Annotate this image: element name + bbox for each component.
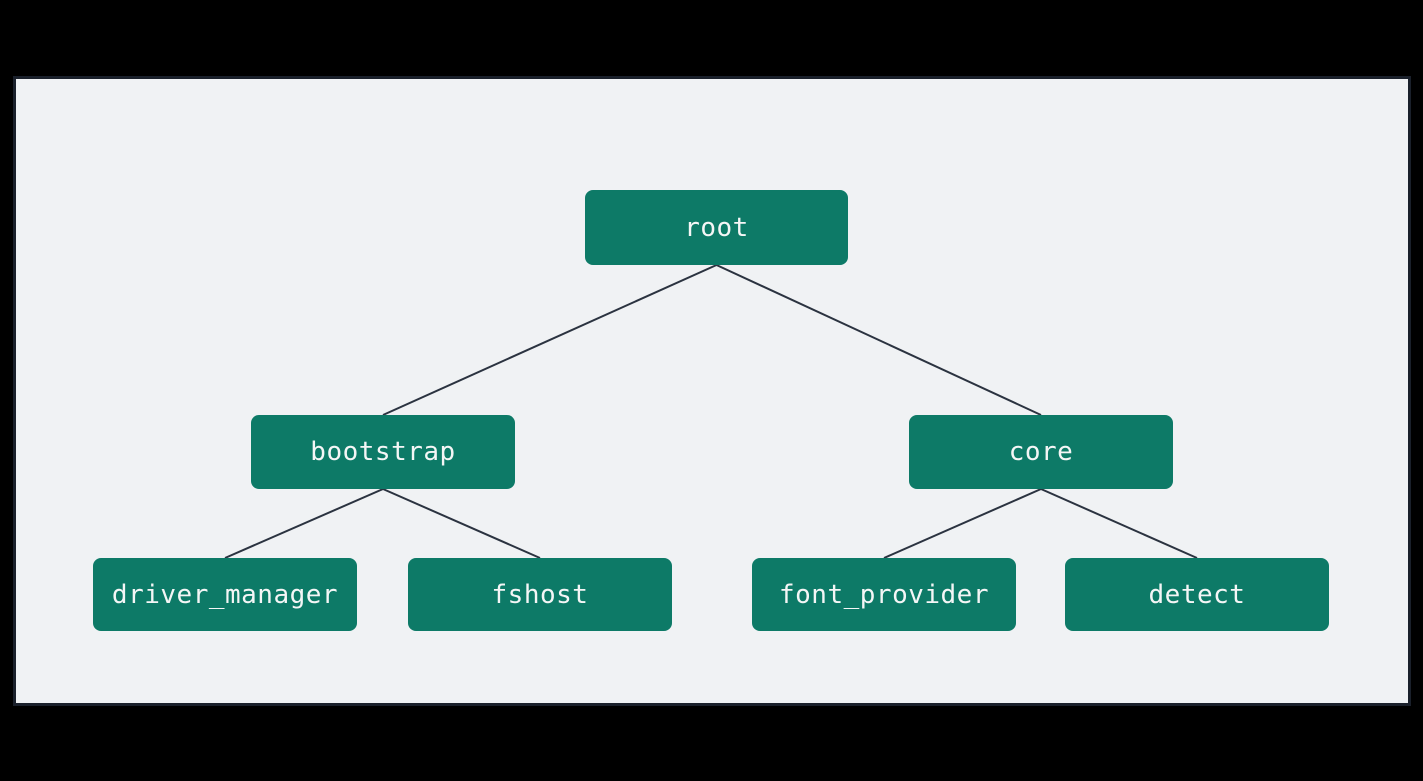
node-label: font_provider [779, 579, 989, 610]
node-fshost: fshost [408, 558, 672, 631]
node-label: core [1008, 437, 1074, 467]
node-detect: detect [1065, 558, 1329, 631]
node-font_provider: font_provider [752, 558, 1016, 631]
node-label: bootstrap [310, 437, 456, 467]
node-bootstrap: bootstrap [251, 415, 515, 489]
node-root: root [585, 190, 848, 265]
node-label: root [684, 212, 749, 243]
node-label: fshost [491, 579, 589, 610]
node-driver_manager: driver_manager [93, 558, 357, 631]
node-label: driver_manager [111, 579, 339, 610]
node-label: detect [1148, 579, 1246, 610]
node-core: core [909, 415, 1173, 489]
